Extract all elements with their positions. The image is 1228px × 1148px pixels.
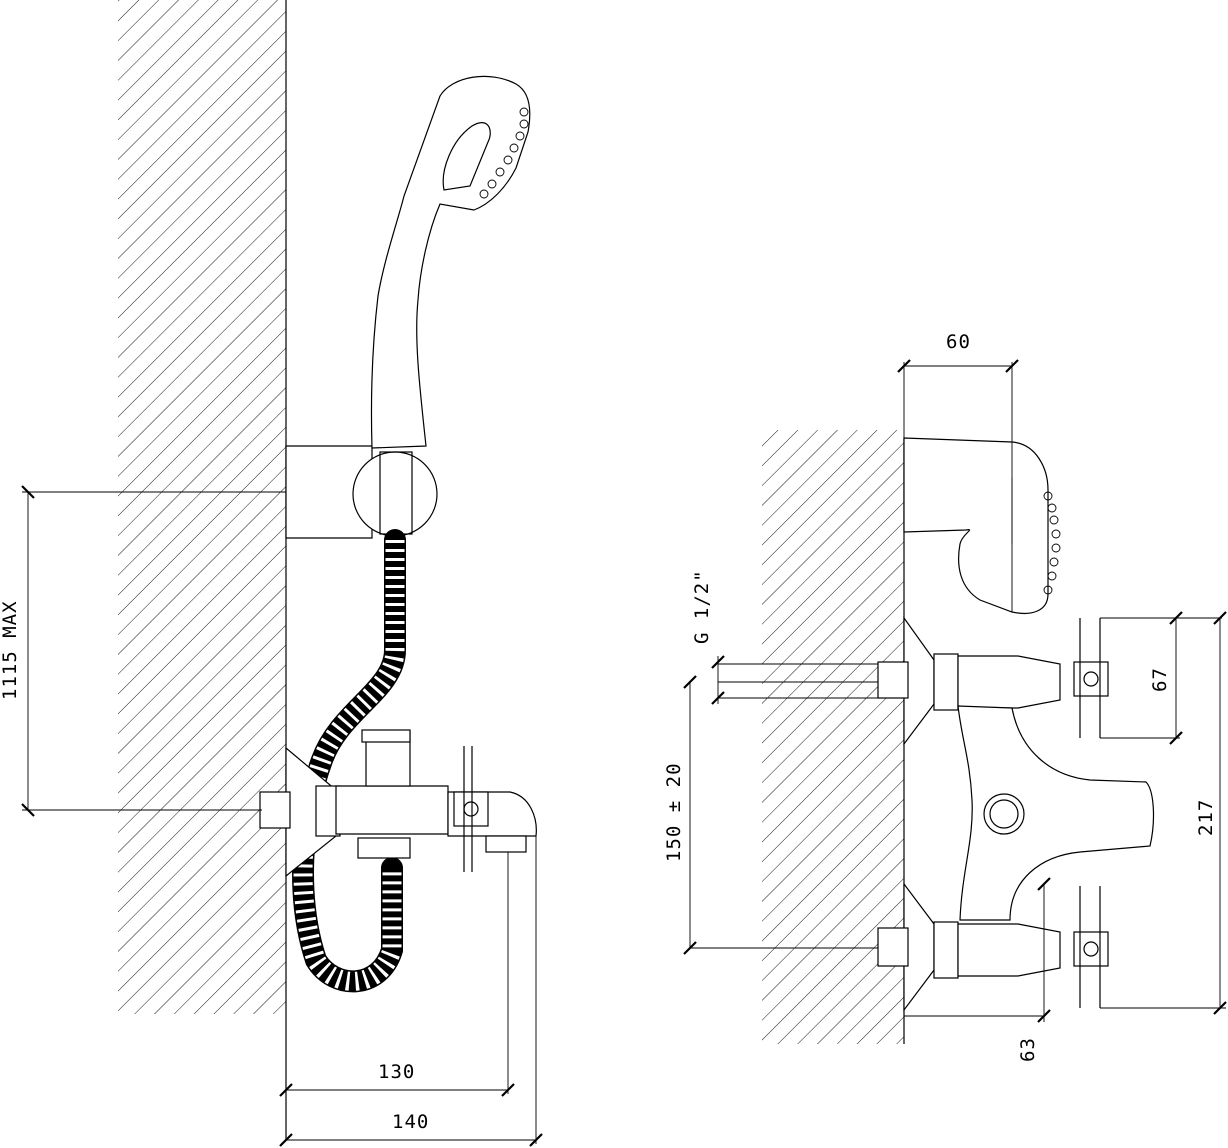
- front-view: 60 G 1/2" 150 ± 20 67: [663, 331, 1227, 1062]
- dim-height-label: 1115 MAX: [0, 600, 21, 700]
- dim-217: 217: [1100, 611, 1227, 1015]
- dim-thread: G 1/2": [691, 569, 725, 705]
- dim-63-label: 63: [1017, 1037, 1039, 1062]
- dim-67-label: 67: [1149, 667, 1171, 692]
- dim-depth-140: 140: [279, 836, 543, 1147]
- dim-depth-130: 130: [279, 852, 515, 1097]
- side-view: 1115 MAX 130 140: [0, 0, 543, 1147]
- shower-handle-slot: [442, 122, 491, 191]
- mixer-body-front: [957, 705, 1155, 921]
- dim-63: 63: [904, 877, 1051, 1062]
- shower-holder: [352, 451, 438, 537]
- hand-shower: [370, 75, 531, 449]
- wall-hatch-side: [118, 0, 286, 1014]
- head-nozzles: [1043, 491, 1061, 595]
- dim-60-label: 60: [946, 331, 971, 353]
- dim-140-label: 140: [392, 1111, 429, 1133]
- dim-centres: 150 ± 20: [663, 675, 878, 955]
- dim-217-label: 217: [1195, 799, 1217, 836]
- diverter-knob: [983, 793, 1025, 835]
- shower-nozzles: [479, 107, 529, 199]
- dim-height-side: 1115 MAX: [0, 485, 286, 817]
- dim-67: 67: [1100, 611, 1222, 745]
- dim-width-60: 60: [897, 331, 1019, 544]
- wall-bracket: [285, 445, 373, 539]
- mixer-body-side: [335, 785, 449, 835]
- dim-centres-label: 150 ± 20: [663, 762, 685, 862]
- dim-130-label: 130: [378, 1061, 415, 1083]
- dim-thread-label: G 1/2": [691, 569, 713, 644]
- shower-head-front: [903, 437, 1049, 615]
